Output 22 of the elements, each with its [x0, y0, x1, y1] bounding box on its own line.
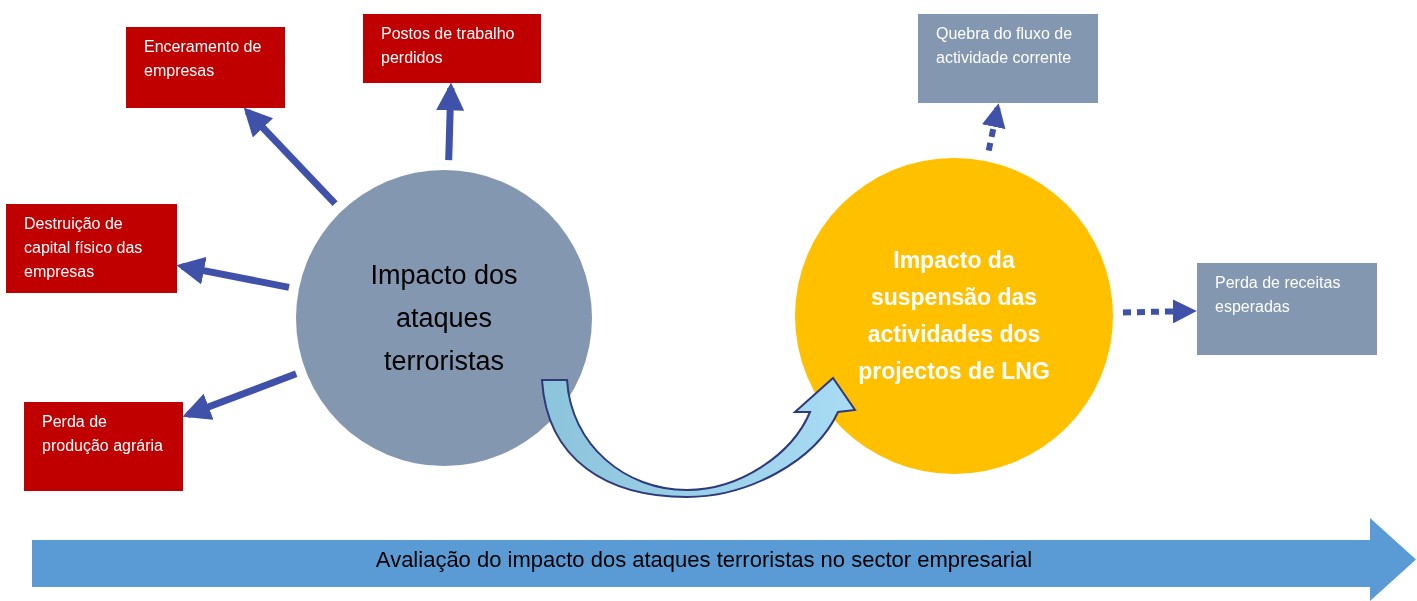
effect-box [24, 402, 183, 491]
arrow [436, 82, 465, 161]
band-label: Avaliação do impacto dos ataques terroristas no sector empresarial [375, 546, 1034, 573]
effect-box [363, 14, 541, 83]
arrow [182, 370, 298, 420]
effect-box [6, 204, 177, 293]
effect-box [918, 14, 1098, 103]
node-label: Quebra do fluxo de actividade corrente [936, 25, 1073, 66]
arrow [981, 103, 1006, 152]
node-label: Impacto dos ataques terroristas [369, 258, 519, 378]
node-label: Perda de produção agrária [42, 413, 163, 454]
node-label: Perda de receitas esperadas [1215, 274, 1341, 315]
node-label: Destruição de capital físico das empresas [24, 215, 143, 280]
effect-box [1197, 263, 1377, 355]
node-label: Postos de trabalho perdidos [381, 25, 515, 66]
arrow [176, 256, 290, 291]
arrow [1122, 299, 1197, 324]
arrow [243, 107, 338, 206]
effect-box [126, 27, 285, 108]
node-label: Enceramento de empresas [144, 38, 262, 79]
node-label: Impacto da suspensão das actividades dos projectos de LNG [857, 246, 1051, 386]
curved-arrow [541, 377, 856, 498]
